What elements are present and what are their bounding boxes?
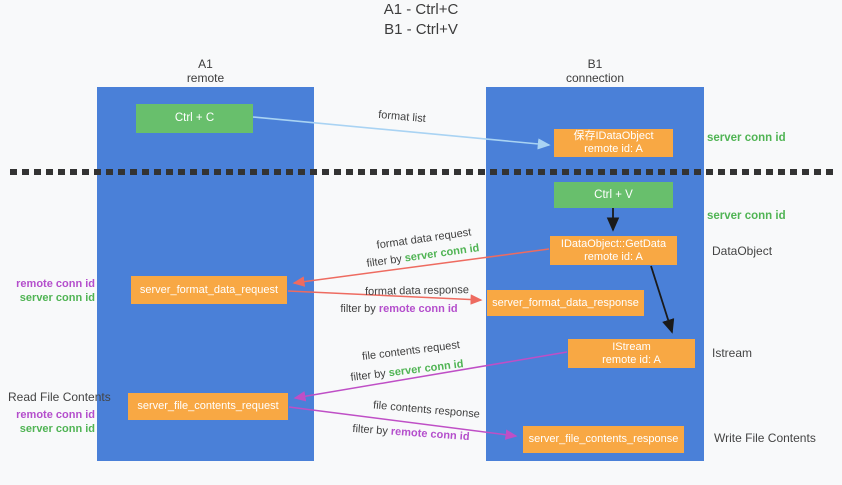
node-idataobject-getdata-line2: remote id: A bbox=[584, 250, 643, 263]
remote-conn-id-text: remote conn id bbox=[16, 278, 95, 290]
lane-header-a1: A1 remote bbox=[97, 57, 314, 85]
node-istream: IStream remote id: A bbox=[568, 339, 695, 368]
server-conn-id-text: server conn id bbox=[19, 292, 95, 304]
node-ctrl-c-label: Ctrl + C bbox=[174, 112, 215, 124]
annotation-server-conn-id-top: server conn id bbox=[707, 132, 786, 144]
annotation-dataobject: DataObject bbox=[712, 244, 773, 258]
node-save-idataobject-line2: remote id: A bbox=[584, 143, 643, 155]
server-conn-id-text: server conn id bbox=[388, 358, 465, 380]
filter-by-text: filter by bbox=[352, 422, 389, 438]
node-server-file-contents-response: server_file_contents_response bbox=[523, 426, 684, 453]
annotation-write-file-contents: Write File Contents bbox=[714, 431, 816, 445]
node-server-file-contents-request: server_file_contents_request bbox=[128, 393, 288, 420]
node-istream-line2: remote id: A bbox=[602, 353, 661, 366]
node-save-idataobject-line1: 保存IDataObject bbox=[573, 130, 654, 142]
lane-b1-subtitle: connection bbox=[565, 71, 625, 85]
edge-label-format-list: format list bbox=[377, 108, 427, 126]
annotation-istream: Istream bbox=[712, 346, 753, 360]
lane-a1-subtitle: remote bbox=[186, 71, 225, 85]
node-ctrl-c: Ctrl + C bbox=[136, 104, 253, 133]
annotation-read-file-contents: Read File Contents bbox=[8, 390, 111, 404]
title-line-2: B1 - Ctrl+V bbox=[384, 21, 458, 38]
copy-paste-divider-line bbox=[10, 169, 835, 175]
filter-by-text: filter by bbox=[340, 303, 376, 315]
lane-b1-name: B1 bbox=[587, 57, 603, 71]
node-ctrl-v-label: Ctrl + V bbox=[594, 188, 633, 201]
server-conn-id-text: server conn id bbox=[19, 423, 95, 435]
node-server-file-contents-request-label: server_file_contents_request bbox=[137, 400, 279, 412]
node-server-file-contents-response-label: server_file_contents_response bbox=[528, 433, 679, 445]
lane-a1-name: A1 bbox=[198, 57, 213, 71]
remote-conn-id-text: remote conn id bbox=[378, 303, 458, 315]
node-save-idataobject: 保存IDataObject remote id: A bbox=[554, 129, 673, 157]
edge-label-format-data-response: format data response bbox=[364, 284, 470, 298]
lane-header-b1: B1 connection bbox=[486, 57, 704, 85]
filter-by-text: filter by bbox=[349, 367, 387, 384]
node-server-format-data-response: server_format_data_response bbox=[487, 290, 644, 316]
annotation-conn-ids-file: remote conn id server conn id bbox=[9, 408, 95, 436]
node-idataobject-getdata: IDataObject::GetData remote id: A bbox=[550, 236, 677, 265]
node-server-format-data-request-label: server_format_data_request bbox=[139, 283, 279, 296]
node-istream-line1: IStream bbox=[612, 340, 651, 353]
annotation-server-conn-id-mid: server conn id bbox=[707, 210, 786, 222]
node-idataobject-getdata-line1: IDataObject::GetData bbox=[560, 237, 667, 250]
remote-conn-id-text: remote conn id bbox=[16, 409, 95, 421]
remote-conn-id-text: remote conn id bbox=[390, 425, 470, 444]
node-server-format-data-request: server_format_data_request bbox=[131, 276, 287, 304]
node-ctrl-v: Ctrl + V bbox=[554, 182, 673, 208]
diagram-title: A1 - Ctrl+C B1 - Ctrl+V bbox=[0, 0, 842, 40]
title-line-1: A1 - Ctrl+C bbox=[383, 1, 459, 18]
filter-by-text: filter by bbox=[365, 253, 403, 270]
node-server-format-data-response-label: server_format_data_response bbox=[492, 296, 639, 309]
annotation-conn-ids-format: remote conn id server conn id bbox=[9, 277, 95, 305]
edge-label-file-contents-response: file contents response bbox=[372, 399, 481, 421]
